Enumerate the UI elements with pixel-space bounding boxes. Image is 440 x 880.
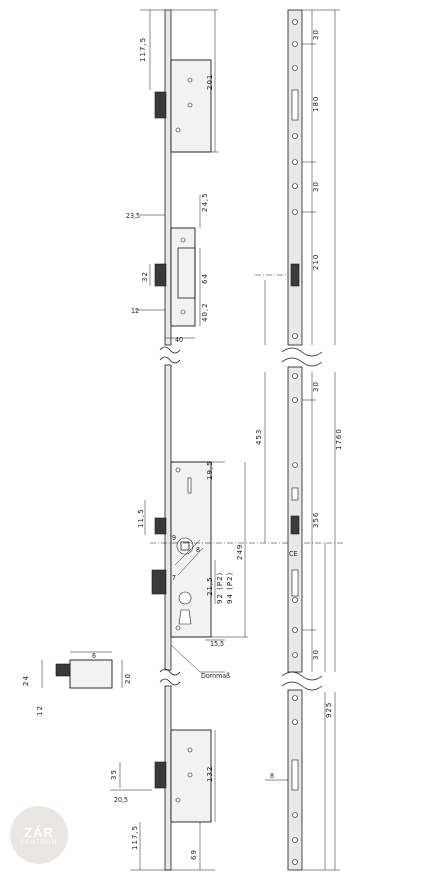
dim-r-210: 210	[312, 254, 320, 270]
dim-117-5-top: 117,5	[139, 37, 147, 62]
front-deadbolt-opening	[291, 569, 299, 597]
break-mark	[159, 346, 181, 354]
front-slot	[291, 487, 299, 501]
latch	[154, 517, 167, 535]
dim-r-356: 356	[312, 512, 320, 528]
logo-sub-text: CENTRUM	[20, 839, 58, 846]
faceplate-middle	[164, 364, 172, 671]
dim-92: 92 (P2)	[216, 572, 224, 604]
dim-11-5: 11,5	[137, 508, 145, 528]
dim-r-30-c: 30	[312, 381, 320, 392]
screw-hole	[187, 102, 193, 108]
break-mark	[159, 668, 181, 676]
dim-8: 8	[196, 546, 200, 554]
dim-69: 69	[190, 849, 198, 860]
dim-7: 7	[172, 574, 176, 582]
slot	[187, 477, 192, 494]
cylinder-hole	[178, 591, 192, 625]
ce-mark: CE	[289, 550, 297, 558]
dim-20-5: 20,5	[114, 796, 128, 804]
screw-hole	[180, 309, 186, 315]
screw-hole	[175, 625, 181, 631]
faceplate-upper	[164, 9, 172, 346]
follower-spindle	[176, 537, 194, 555]
dim-12-mid: 12	[131, 307, 139, 315]
front-bolt-opening	[290, 263, 300, 287]
screw-hole	[187, 772, 193, 778]
break-mark	[281, 671, 323, 681]
screw-hole	[175, 797, 181, 803]
dim-40: 40	[175, 336, 183, 344]
follower-square	[180, 541, 190, 551]
dim-24-5: 24,5	[201, 192, 209, 212]
screw-hole	[175, 127, 181, 133]
dim-19-5: 19,5	[206, 460, 214, 480]
logo-main-text: ZÁR	[24, 824, 54, 840]
screw-hole	[175, 467, 181, 473]
front-slot-bottom	[291, 759, 299, 791]
dim-132: 132	[206, 766, 214, 782]
front-slot-top	[291, 89, 299, 121]
break-mark	[281, 347, 323, 357]
deadbolt	[151, 569, 167, 595]
dim-20: 20	[124, 673, 132, 684]
dim-r-30-a: 30	[312, 29, 320, 40]
dim-12-bolt: 12	[36, 705, 44, 716]
bottom-bolt	[154, 761, 167, 789]
dim-201: 201	[206, 74, 214, 90]
dim-94: 94 (P2)	[226, 572, 234, 604]
upper-strike-inner	[177, 247, 196, 299]
dim-24: 24	[22, 675, 30, 686]
break-mark	[281, 681, 323, 691]
break-mark	[159, 356, 181, 364]
front-latch-opening	[290, 515, 300, 535]
dim-r-925: 925	[325, 702, 333, 718]
dim-40-2: 40,2	[201, 302, 209, 322]
dim-32: 32	[141, 271, 149, 282]
dim-21-5: 21,5	[206, 576, 214, 596]
dim-r-30-b: 30	[312, 181, 320, 192]
dim-r-1760: 1760	[335, 428, 343, 450]
dim-r-180: 180	[312, 96, 320, 112]
screw-hole	[180, 237, 186, 243]
front-faceplate-upper	[287, 9, 303, 346]
front-screw-holes	[292, 19, 298, 865]
dim-23-5: 23,5	[126, 212, 140, 220]
dim-15-5: 15,5	[210, 640, 224, 648]
dim-r-8: 8	[270, 772, 274, 780]
upper-bolt	[154, 263, 167, 287]
dim-9: 9	[172, 534, 176, 542]
screw-hole	[187, 77, 193, 83]
dim-r-30-d: 30	[312, 649, 320, 660]
upper-strike-case	[170, 227, 196, 327]
break-mark	[159, 678, 181, 686]
dim-dornmass: Dornmaß	[201, 672, 230, 680]
dim-64: 64	[201, 273, 209, 284]
dim-6: 6	[92, 652, 96, 660]
screw-hole	[187, 747, 193, 753]
bolt-detail-tip	[55, 663, 71, 677]
dim-117-5-bot: 117,5	[131, 825, 139, 850]
dim-249: 249	[236, 544, 244, 560]
zar-centrum-logo: ZÁR CENTRUM	[10, 806, 68, 864]
break-mark	[281, 357, 323, 367]
dim-r-453: 453	[255, 429, 263, 445]
dim-35: 35	[110, 769, 118, 780]
bolt-detail-body	[69, 659, 113, 689]
top-bolt	[154, 91, 167, 119]
